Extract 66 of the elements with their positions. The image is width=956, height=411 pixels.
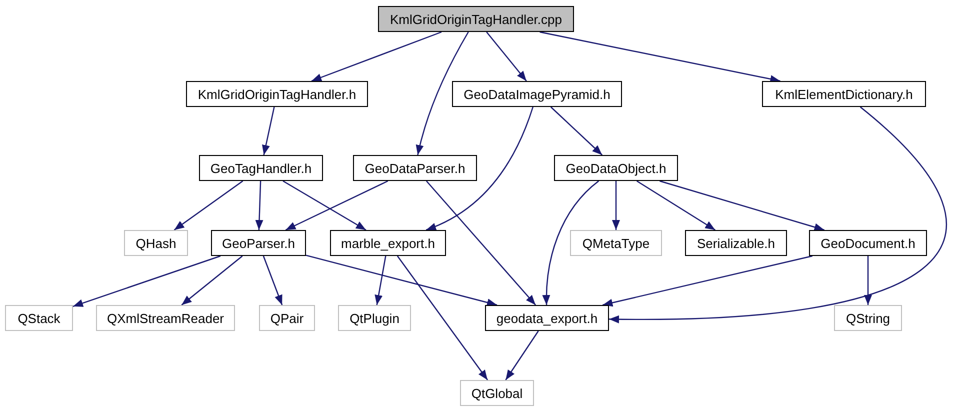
- arrow: [660, 180, 824, 231]
- arrow: [486, 32, 527, 82]
- file-box: [5, 305, 73, 331]
- arrow: [540, 31, 780, 83]
- file-box: [186, 81, 368, 107]
- arrow: [550, 106, 603, 156]
- arrow: [505, 330, 539, 380]
- file-box: [460, 380, 534, 406]
- file-box: [809, 230, 927, 256]
- arrow: [311, 31, 442, 82]
- file-name: KmlGridOriginTagHandler.cpp: [390, 12, 562, 26]
- file-name: QString: [846, 310, 890, 326]
- file-box: [378, 6, 574, 32]
- file-box: [452, 81, 622, 107]
- file-box: [338, 305, 411, 331]
- file-box: [570, 230, 662, 256]
- arrow: [396, 256, 488, 380]
- file-box: [124, 230, 188, 256]
- arrow: [255, 180, 264, 230]
- file-name: GeoDataParser.h: [364, 160, 466, 176]
- file-name: marble_export.h: [341, 236, 435, 250]
- file-name: geodata_export.h: [496, 310, 598, 326]
- file-name: Serializable.h: [696, 236, 776, 250]
- file-box: [485, 305, 609, 331]
- file-box: [330, 230, 446, 256]
- arrow: [602, 255, 812, 307]
- arrow: [609, 106, 946, 324]
- arrow: [72, 255, 221, 307]
- arrow: [416, 32, 469, 156]
- arrow: [282, 180, 366, 231]
- file-name: QtGlobal: [471, 386, 523, 400]
- file-box: [259, 305, 315, 331]
- file-name: QMetaType: [582, 236, 650, 250]
- file-box: [353, 155, 477, 181]
- file-name: GeoDataImagePyramid.h: [464, 86, 610, 102]
- file-name: QStack: [18, 310, 60, 326]
- file-name: GeoDocument.h: [820, 236, 916, 250]
- file-name: QtPlugin: [350, 310, 400, 326]
- arrow: [306, 254, 498, 306]
- arrow: [285, 180, 388, 231]
- arrow: [636, 180, 716, 230]
- file-name: GeoParser.h: [222, 236, 295, 250]
- arrow: [174, 180, 244, 230]
- file-box: [211, 230, 306, 256]
- file-name: GeoDataObject.h: [566, 160, 666, 176]
- file-box: [762, 81, 926, 107]
- arrow: [262, 256, 283, 306]
- file-name: KmlGridOriginTagHandler.h: [198, 86, 356, 102]
- arrow: [542, 180, 600, 305]
- file-box: [199, 155, 323, 181]
- file-box: [834, 305, 902, 331]
- arrow: [612, 181, 620, 230]
- file-name: QPair: [270, 310, 304, 326]
- file-name: QXmlStreamReader: [106, 310, 224, 326]
- file-box: [554, 155, 678, 181]
- arrow: [374, 256, 386, 306]
- arrow: [181, 256, 243, 306]
- arrow: [426, 180, 536, 306]
- file-box: [96, 305, 235, 331]
- arrow: [426, 106, 534, 231]
- arrow: [262, 106, 275, 156]
- file-name: GeoTagHandler.h: [210, 160, 312, 176]
- file-name: QHash: [136, 236, 176, 250]
- file-box: [685, 230, 787, 256]
- arrow: [864, 256, 872, 305]
- file-name: KmlElementDictionary.h: [775, 86, 913, 102]
